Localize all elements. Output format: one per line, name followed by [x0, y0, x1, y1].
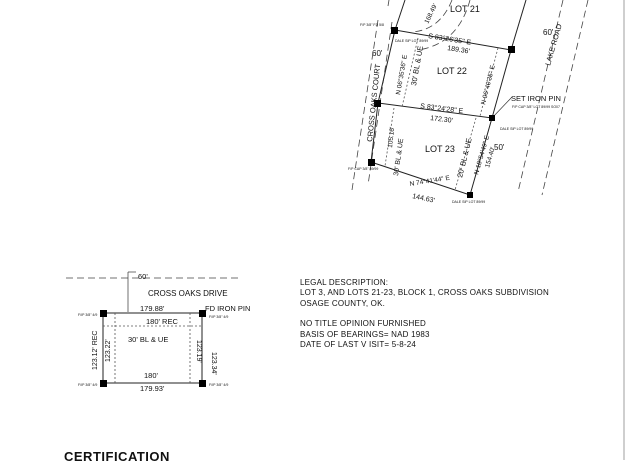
bottom-dimension: 179.93' [140, 384, 165, 393]
iron-pin-marker [391, 27, 398, 34]
legal-line: LOT 3, AND LOTS 21-23, BLOCK 1, CROSS OA… [300, 288, 549, 298]
lot-21-west-line [394, 0, 406, 31]
bearing-label: S 83°24'28" E [420, 102, 464, 115]
distance-label: 168.49' [424, 3, 440, 25]
street-label-drive: CROSS OAKS DRIVE [148, 289, 228, 298]
upper-plat: LOT 21 LOT 22 LOT 23 CROSS OAKS COURT LA… [348, 0, 589, 205]
lower-plat: 60' CROSS OAKS DRIVE 179.88' 180' REC 30… [66, 271, 250, 393]
distance-label: 105.16' [387, 126, 396, 148]
easement-label: 30' BL & UE [393, 138, 405, 177]
street-curve-1 [387, 0, 390, 7]
left-dimension: 123.22' [105, 339, 112, 362]
pin-note: DALE SIP LOT 89/99 [452, 200, 485, 204]
bearing-label: N 74°41'44" E [409, 174, 451, 188]
fd-iron-pin-label: FD IRON PIN [205, 304, 250, 313]
pin-note: F/P CAP 3/8" 89/99 [348, 167, 378, 171]
iron-pin-marker [489, 115, 495, 121]
iron-pin-marker [508, 46, 515, 53]
set-pin-leader [491, 96, 513, 119]
left-record-dimension: 123.12' REC [92, 331, 99, 370]
distance-label: 172.30' [430, 115, 453, 125]
top-record-dimension: 180' REC [146, 317, 178, 326]
building-line-23 [384, 107, 395, 167]
building-line-23-east [454, 117, 477, 191]
lot-21-label: LOT 21 [450, 4, 480, 14]
bottom-record-dimension: 180' [144, 371, 159, 380]
top-dimension: 179.88' [140, 304, 165, 313]
easement-label: 30' BL & UE [128, 335, 168, 344]
street-curve-2 [411, 0, 453, 33]
legal-description-block: LEGAL DESCRIPTION: LOT 3, AND LOTS 21-23… [300, 278, 620, 350]
pin-note: F/IP 3/8" 4/9 [78, 313, 97, 317]
certification-heading: CERTIFICATION [64, 449, 170, 464]
iron-pin-marker [374, 100, 381, 107]
pin-note: F/IP 3/8" 4/9 [78, 383, 97, 387]
distance-label: 189.36' [447, 45, 471, 55]
right-dimension: 123.34' [210, 352, 217, 375]
lot-21-east-line [510, 0, 527, 51]
lot-22-label: LOT 22 [437, 66, 467, 76]
pin-note: DALE SIP LOT 89/99 [500, 127, 533, 131]
lot-3-boundary [102, 312, 203, 384]
iron-pin-marker [368, 159, 375, 166]
row-width-label: 50' [494, 143, 505, 152]
row-width-label: 60' [138, 272, 148, 281]
pin-note: DALE SIP LOT 89/99 [395, 39, 428, 43]
legal-line: OSAGE COUNTY, OK. [300, 298, 386, 308]
survey-note: NO TITLE OPINION FURNISHED [300, 319, 426, 329]
legal-heading: LEGAL DESCRIPTION: [300, 278, 389, 287]
pin-note: F/P CAP 3/8" LOT 89/99 SO07 [512, 105, 560, 109]
iron-pin-marker [467, 192, 473, 198]
bearing-label: N 06°40'35" E [479, 64, 497, 106]
distance-label: 144.63' [412, 193, 436, 205]
iron-pin-marker [199, 310, 206, 317]
pin-note: F/IP 3/8" 4/9 [209, 383, 228, 387]
iron-pin-marker [199, 380, 206, 387]
court-row-line-1 [351, 19, 379, 191]
lake-row-line-2 [541, 0, 589, 196]
easement-label: 30' BL & UE [409, 45, 425, 86]
survey-note: DATE OF LAST V ISIT= 5-8-24 [300, 340, 417, 350]
lot-23-label: LOT 23 [425, 144, 455, 154]
survey-note: BASIS OF BEARINGS= NAD 1983 [300, 329, 430, 339]
row-width-label: 60' [543, 28, 554, 37]
pin-note: F/P 3/8" FD 5/8 [360, 23, 384, 27]
easement-label: 20' BL & UE [455, 137, 473, 178]
bearing-label: N 06°35'36" E [394, 53, 409, 95]
street-curve-3 [417, 0, 471, 51]
iron-pin-marker [100, 310, 107, 317]
row-width-label: 60' [372, 49, 383, 58]
pin-note: F/IP 3/8" 4/9 [209, 315, 228, 319]
lot-23-boundary [370, 102, 493, 196]
iron-pin-marker [100, 380, 107, 387]
set-iron-pin-label: SET IRON PIN [511, 94, 561, 103]
right-dimension: 123.19' [195, 340, 202, 363]
